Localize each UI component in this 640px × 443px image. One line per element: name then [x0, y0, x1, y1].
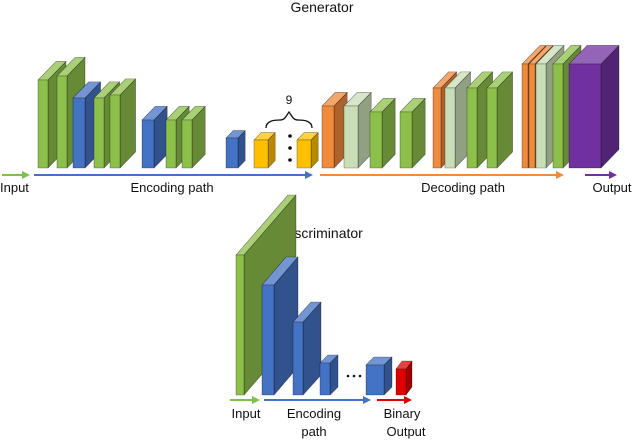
discriminator-dot [352, 374, 356, 378]
pale_green-layer-block [444, 71, 471, 169]
green-layer-block [486, 71, 513, 169]
green-layer-block [181, 106, 206, 169]
orange-layer-block [321, 92, 348, 169]
discriminator-encoding-arrow [264, 396, 371, 404]
blue-layer-block [261, 256, 299, 396]
generator-output-arrow [585, 171, 617, 179]
bottleneck-dot [288, 158, 292, 162]
bottleneck-dot [288, 146, 292, 150]
discriminator-encoding-label-line2: path [301, 424, 326, 439]
generator-layers [37, 45, 620, 169]
discriminator-encoding-label-line1: Encoding [287, 406, 341, 421]
generator-title: Generator [290, 0, 353, 15]
generator-output-label: Output [592, 180, 631, 195]
discriminator-input-label: Input [232, 406, 261, 421]
generator-encoding-label: Encoding path [130, 180, 213, 195]
discriminator-binary-label-line1: Binary [384, 406, 421, 421]
bottleneck-dot [288, 134, 292, 138]
generator-decoding-label: Decoding path [421, 180, 505, 195]
green-layer-block [369, 98, 396, 169]
discriminator-dot [346, 374, 350, 378]
discriminator-title: Discriminator [281, 225, 363, 241]
generator-input-label: Input [0, 180, 29, 195]
green-layer-block [399, 98, 426, 169]
blue-layer-block [141, 106, 168, 169]
blue-layer-block [319, 354, 339, 396]
discriminator-input-arrow [230, 396, 260, 404]
discriminator-binary-arrow [377, 396, 412, 404]
repeat-bracket [265, 110, 313, 129]
repeat-count-label: 9 [286, 93, 293, 107]
blue-layer-block [365, 356, 393, 396]
red-layer-block [395, 360, 413, 396]
blue-layer-block [225, 130, 246, 169]
blue-layer-block [292, 301, 322, 396]
yellow-layer-block [296, 132, 319, 169]
generator-decoding-arrow [320, 171, 564, 179]
generator-input-arrow [2, 171, 30, 179]
yellow-layer-block [253, 132, 276, 169]
pale_green-layer-block [343, 92, 372, 169]
purple-layer-block [568, 45, 620, 169]
discriminator-binary-label-line2: Output [386, 424, 425, 439]
generator-encoding-arrow [34, 171, 313, 179]
discriminator-layers [235, 194, 413, 396]
discriminator-dot [358, 374, 362, 378]
green-layer-block [109, 78, 136, 169]
